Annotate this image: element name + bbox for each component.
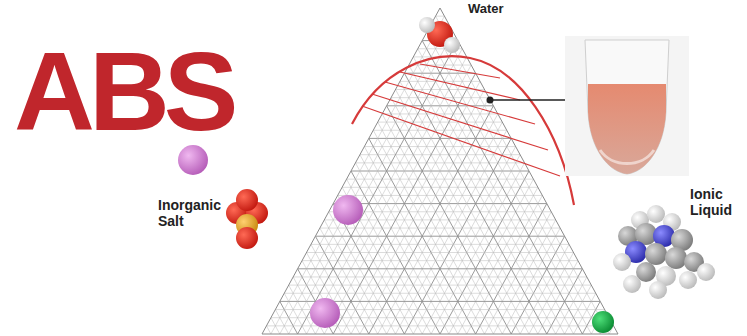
logo-title: ABS (14, 36, 232, 148)
component-label: Inorganic Salt (158, 197, 230, 229)
component-label: Ionic Liquid (690, 186, 744, 218)
component-label: Water (468, 2, 548, 17)
